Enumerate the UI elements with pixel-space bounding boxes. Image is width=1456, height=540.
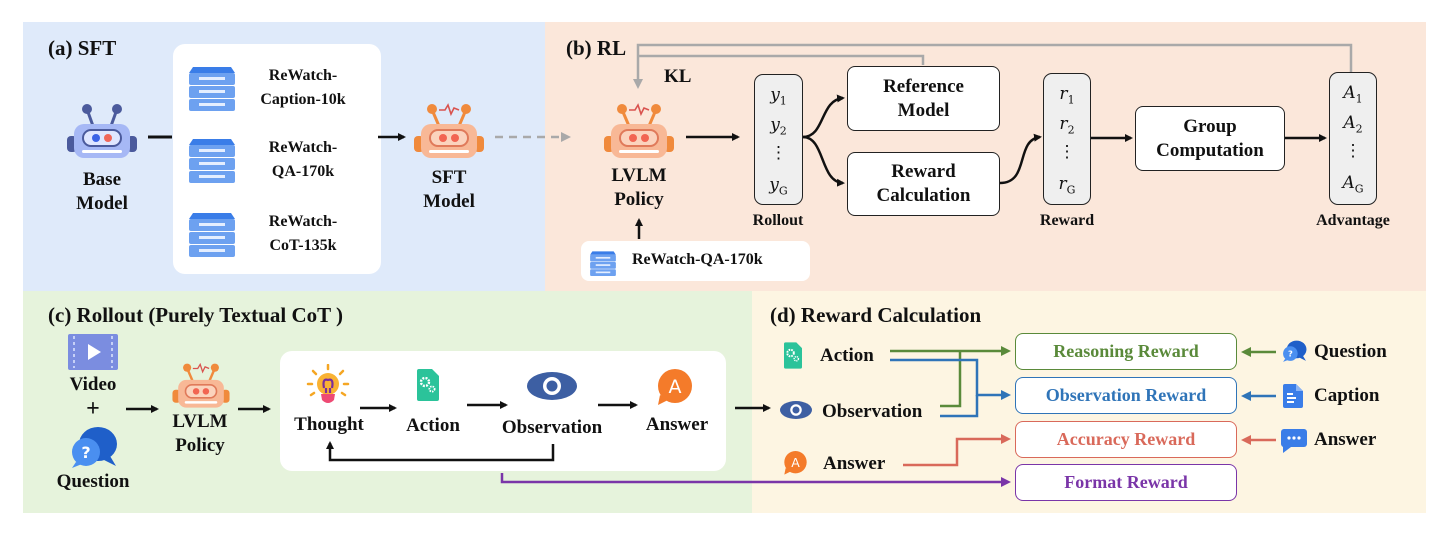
action-gear-icon (784, 342, 802, 374)
observation-reward-box: Observation Reward (1015, 377, 1237, 414)
svg-text:A: A (669, 376, 682, 398)
input-answer: Answer (823, 453, 886, 474)
answer-a-icon: A (656, 369, 694, 412)
sft-model-robot-icon (411, 100, 487, 163)
sft-title: (a) SFT (48, 36, 117, 60)
rollout-policy-robot-icon (170, 360, 232, 413)
reasoning-reward-box: Reasoning Reward (1015, 333, 1237, 370)
step-observation: Observation (501, 417, 603, 438)
reward-item: r1 (1059, 84, 1075, 107)
eye-icon (780, 400, 812, 425)
format-reward-box: Format Reward (1015, 464, 1237, 501)
reward-ellipsis: ⋮ (1058, 142, 1076, 162)
video-label: Video (69, 374, 117, 395)
database-icon (187, 61, 237, 116)
advantage-label: Advantage (1316, 212, 1390, 229)
reward-label: Reward (1039, 212, 1095, 229)
answer-a-icon: A (783, 451, 808, 481)
rl-dataset-label: ReWatch-QA-170k (632, 251, 763, 268)
advantage-item: A2 (1343, 113, 1363, 136)
video-icon (68, 334, 118, 375)
source-caption: Caption (1314, 385, 1380, 406)
source-answer: Answer (1314, 429, 1377, 450)
input-action: Action (820, 345, 874, 366)
advantage-vector: A1 A2 ⋮ AG (1329, 72, 1377, 205)
action-gear-icon (417, 369, 439, 406)
advantage-ellipsis: ⋮ (1344, 141, 1362, 161)
rollout-title: (c) Rollout (Purely Textual CoT ) (48, 303, 343, 327)
database-icon (187, 207, 237, 262)
dataset-qa-label: ReWatch-QA-170k (268, 139, 338, 180)
step-answer: Answer (645, 414, 709, 435)
plus-sign: + (86, 396, 100, 422)
lightbulb-icon (306, 363, 350, 413)
rollout-item: y1 (770, 85, 787, 108)
lvlm-policy-robot-icon (601, 100, 677, 163)
step-action: Action (406, 415, 460, 436)
rollout-ellipsis: ⋮ (770, 143, 787, 163)
reward-item: rG (1058, 174, 1076, 197)
rollout-item: yG (769, 175, 788, 198)
source-question: Question (1314, 341, 1387, 362)
dataset-cot-label: ReWatch-CoT-135k (268, 213, 338, 254)
rollout-item: y2 (770, 115, 787, 138)
input-observation: Observation (822, 401, 923, 422)
question-label: Question (56, 471, 130, 492)
base-model-robot-icon (64, 100, 140, 163)
database-icon (589, 248, 617, 281)
rl-title: (b) RL (566, 36, 627, 60)
rollout-vector: y1 y2 ⋮ yG (754, 74, 803, 205)
caption-document-icon (1283, 384, 1303, 413)
rl-dataset-box (581, 241, 810, 281)
kl-label: KL (664, 66, 692, 87)
accuracy-reward-box: Accuracy Reward (1015, 421, 1237, 458)
advantage-item: AG (1342, 173, 1364, 196)
answer-chat-icon (1281, 429, 1307, 458)
dataset-caption-label: ReWatch-Caption-10k (260, 67, 346, 108)
advantage-item: A1 (1343, 83, 1363, 106)
svg-text:?: ? (81, 443, 90, 462)
svg-text:A: A (791, 455, 800, 470)
reward-item: r2 (1059, 114, 1075, 137)
step-thought: Thought (294, 414, 364, 435)
question-bubble-icon: ? (1281, 340, 1307, 368)
question-bubble-icon: ? (68, 426, 118, 475)
svg-text:?: ? (1288, 349, 1293, 359)
database-icon (187, 133, 237, 188)
reward-vector: r1 r2 ⋮ rG (1043, 73, 1091, 205)
reward-calc-title: (d) Reward Calculation (770, 303, 982, 327)
eye-icon (527, 372, 577, 405)
rollout-label: Rollout (752, 212, 804, 229)
